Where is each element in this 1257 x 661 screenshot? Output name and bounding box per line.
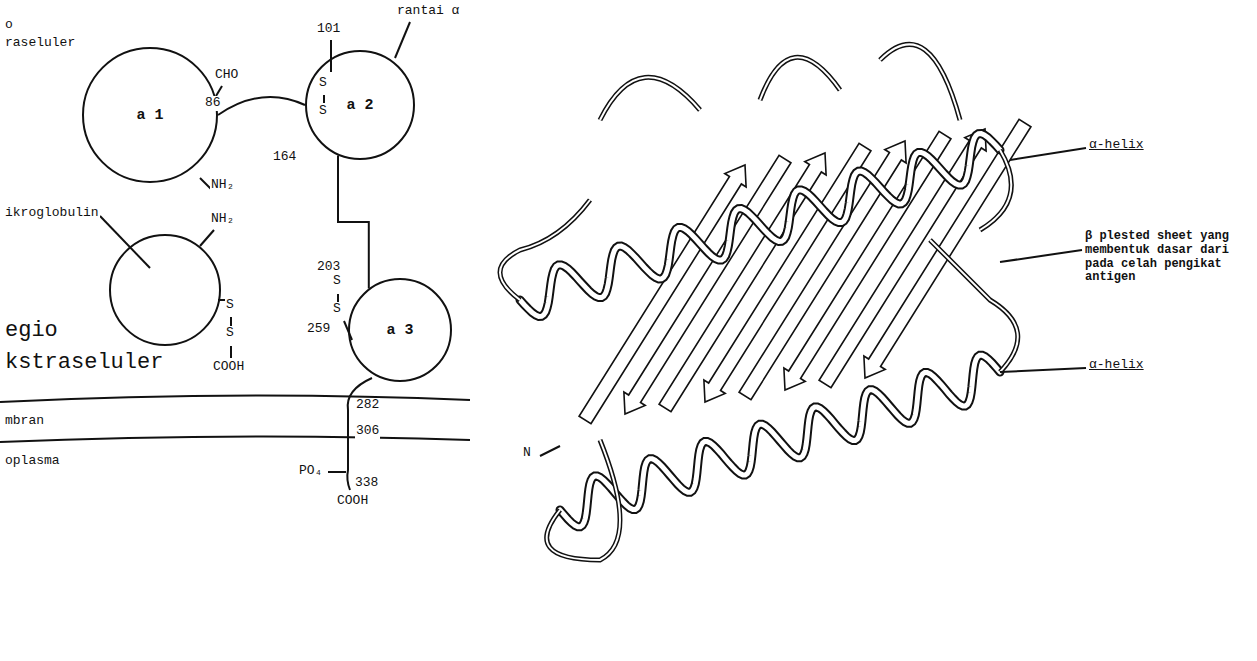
loop xyxy=(980,150,1011,230)
part-label: S xyxy=(318,104,328,119)
domain-circle: a 1 xyxy=(82,47,218,183)
beta-strand xyxy=(819,129,986,388)
part-label: ikroglobulin xyxy=(4,206,100,221)
loop xyxy=(880,44,960,120)
chain-line xyxy=(330,40,332,72)
leader-line xyxy=(1010,148,1086,160)
alpha-helix xyxy=(520,134,1000,317)
part-label: raseluler xyxy=(4,36,76,51)
polypeptide-chain xyxy=(218,97,305,115)
domain-label: a 1 xyxy=(136,107,163,124)
loop xyxy=(600,77,700,120)
part-label: 164 xyxy=(272,150,297,165)
alpha-helix xyxy=(560,355,1000,526)
part-label: NH₂ xyxy=(210,178,235,193)
loop xyxy=(880,44,960,120)
alpha-helix xyxy=(520,134,1000,317)
part-label: 101 xyxy=(316,22,341,37)
disulfide-bond xyxy=(323,95,325,103)
loop xyxy=(547,440,620,560)
part-label: 86 xyxy=(204,96,222,111)
part-label: kstraseluler xyxy=(4,350,164,375)
microglobulin-domain xyxy=(110,235,220,345)
polypeptide-chain xyxy=(338,155,369,288)
part-label: S xyxy=(225,298,235,313)
part-label: egio xyxy=(4,318,59,343)
loop xyxy=(500,200,590,300)
domain-circle: a 3 xyxy=(348,278,452,382)
membrane-line xyxy=(0,436,470,442)
beta-strand xyxy=(864,119,1031,378)
part-label: CHO xyxy=(214,68,239,83)
loop xyxy=(547,440,620,560)
part-label: COOH xyxy=(212,360,245,375)
disulfide-bond xyxy=(337,294,339,302)
loop xyxy=(600,77,700,120)
part-label: mbran xyxy=(4,414,45,429)
part-label: S xyxy=(225,326,235,341)
part-label: 282 xyxy=(355,398,380,413)
callout-label: α-helix xyxy=(1088,358,1145,373)
part-label: 203 xyxy=(316,260,341,275)
membrane-line xyxy=(0,395,470,402)
loop xyxy=(760,57,840,100)
part-label: 306 xyxy=(355,424,380,439)
part-label: S xyxy=(318,76,328,91)
domain-label: a 2 xyxy=(346,97,373,114)
ribbon-structure xyxy=(500,44,1031,560)
loop xyxy=(760,57,840,100)
leader-line xyxy=(1000,250,1082,262)
part-label: 338 xyxy=(354,476,379,491)
loop xyxy=(930,240,1018,372)
part-label: o xyxy=(4,18,14,33)
chain-line xyxy=(328,471,346,473)
chain-line xyxy=(200,230,214,246)
callout-label: α-helix xyxy=(1088,138,1145,153)
loop xyxy=(500,200,590,300)
part-label: 259 xyxy=(306,322,331,337)
part-label: NH₂ xyxy=(210,212,235,227)
leader-line xyxy=(395,22,410,58)
domain-label: a 3 xyxy=(386,322,413,339)
part-label: N xyxy=(522,446,532,461)
leader-line xyxy=(100,216,150,268)
loop xyxy=(980,150,1011,230)
leader-line xyxy=(1000,368,1086,372)
chain-line xyxy=(216,86,222,96)
part-label: COOH xyxy=(336,494,369,509)
loop xyxy=(930,240,1018,372)
part-label: S xyxy=(332,302,342,317)
part-label: oplasma xyxy=(4,454,61,469)
part-label: rantai α xyxy=(396,4,460,19)
callout-label: β plested sheet yang membentuk dasar dar… xyxy=(1084,230,1254,285)
part-label: S xyxy=(332,274,342,289)
leader-line xyxy=(540,446,560,456)
part-label: PO₄ xyxy=(298,464,323,479)
alpha-helix xyxy=(560,355,1000,526)
chain-line xyxy=(230,346,232,358)
